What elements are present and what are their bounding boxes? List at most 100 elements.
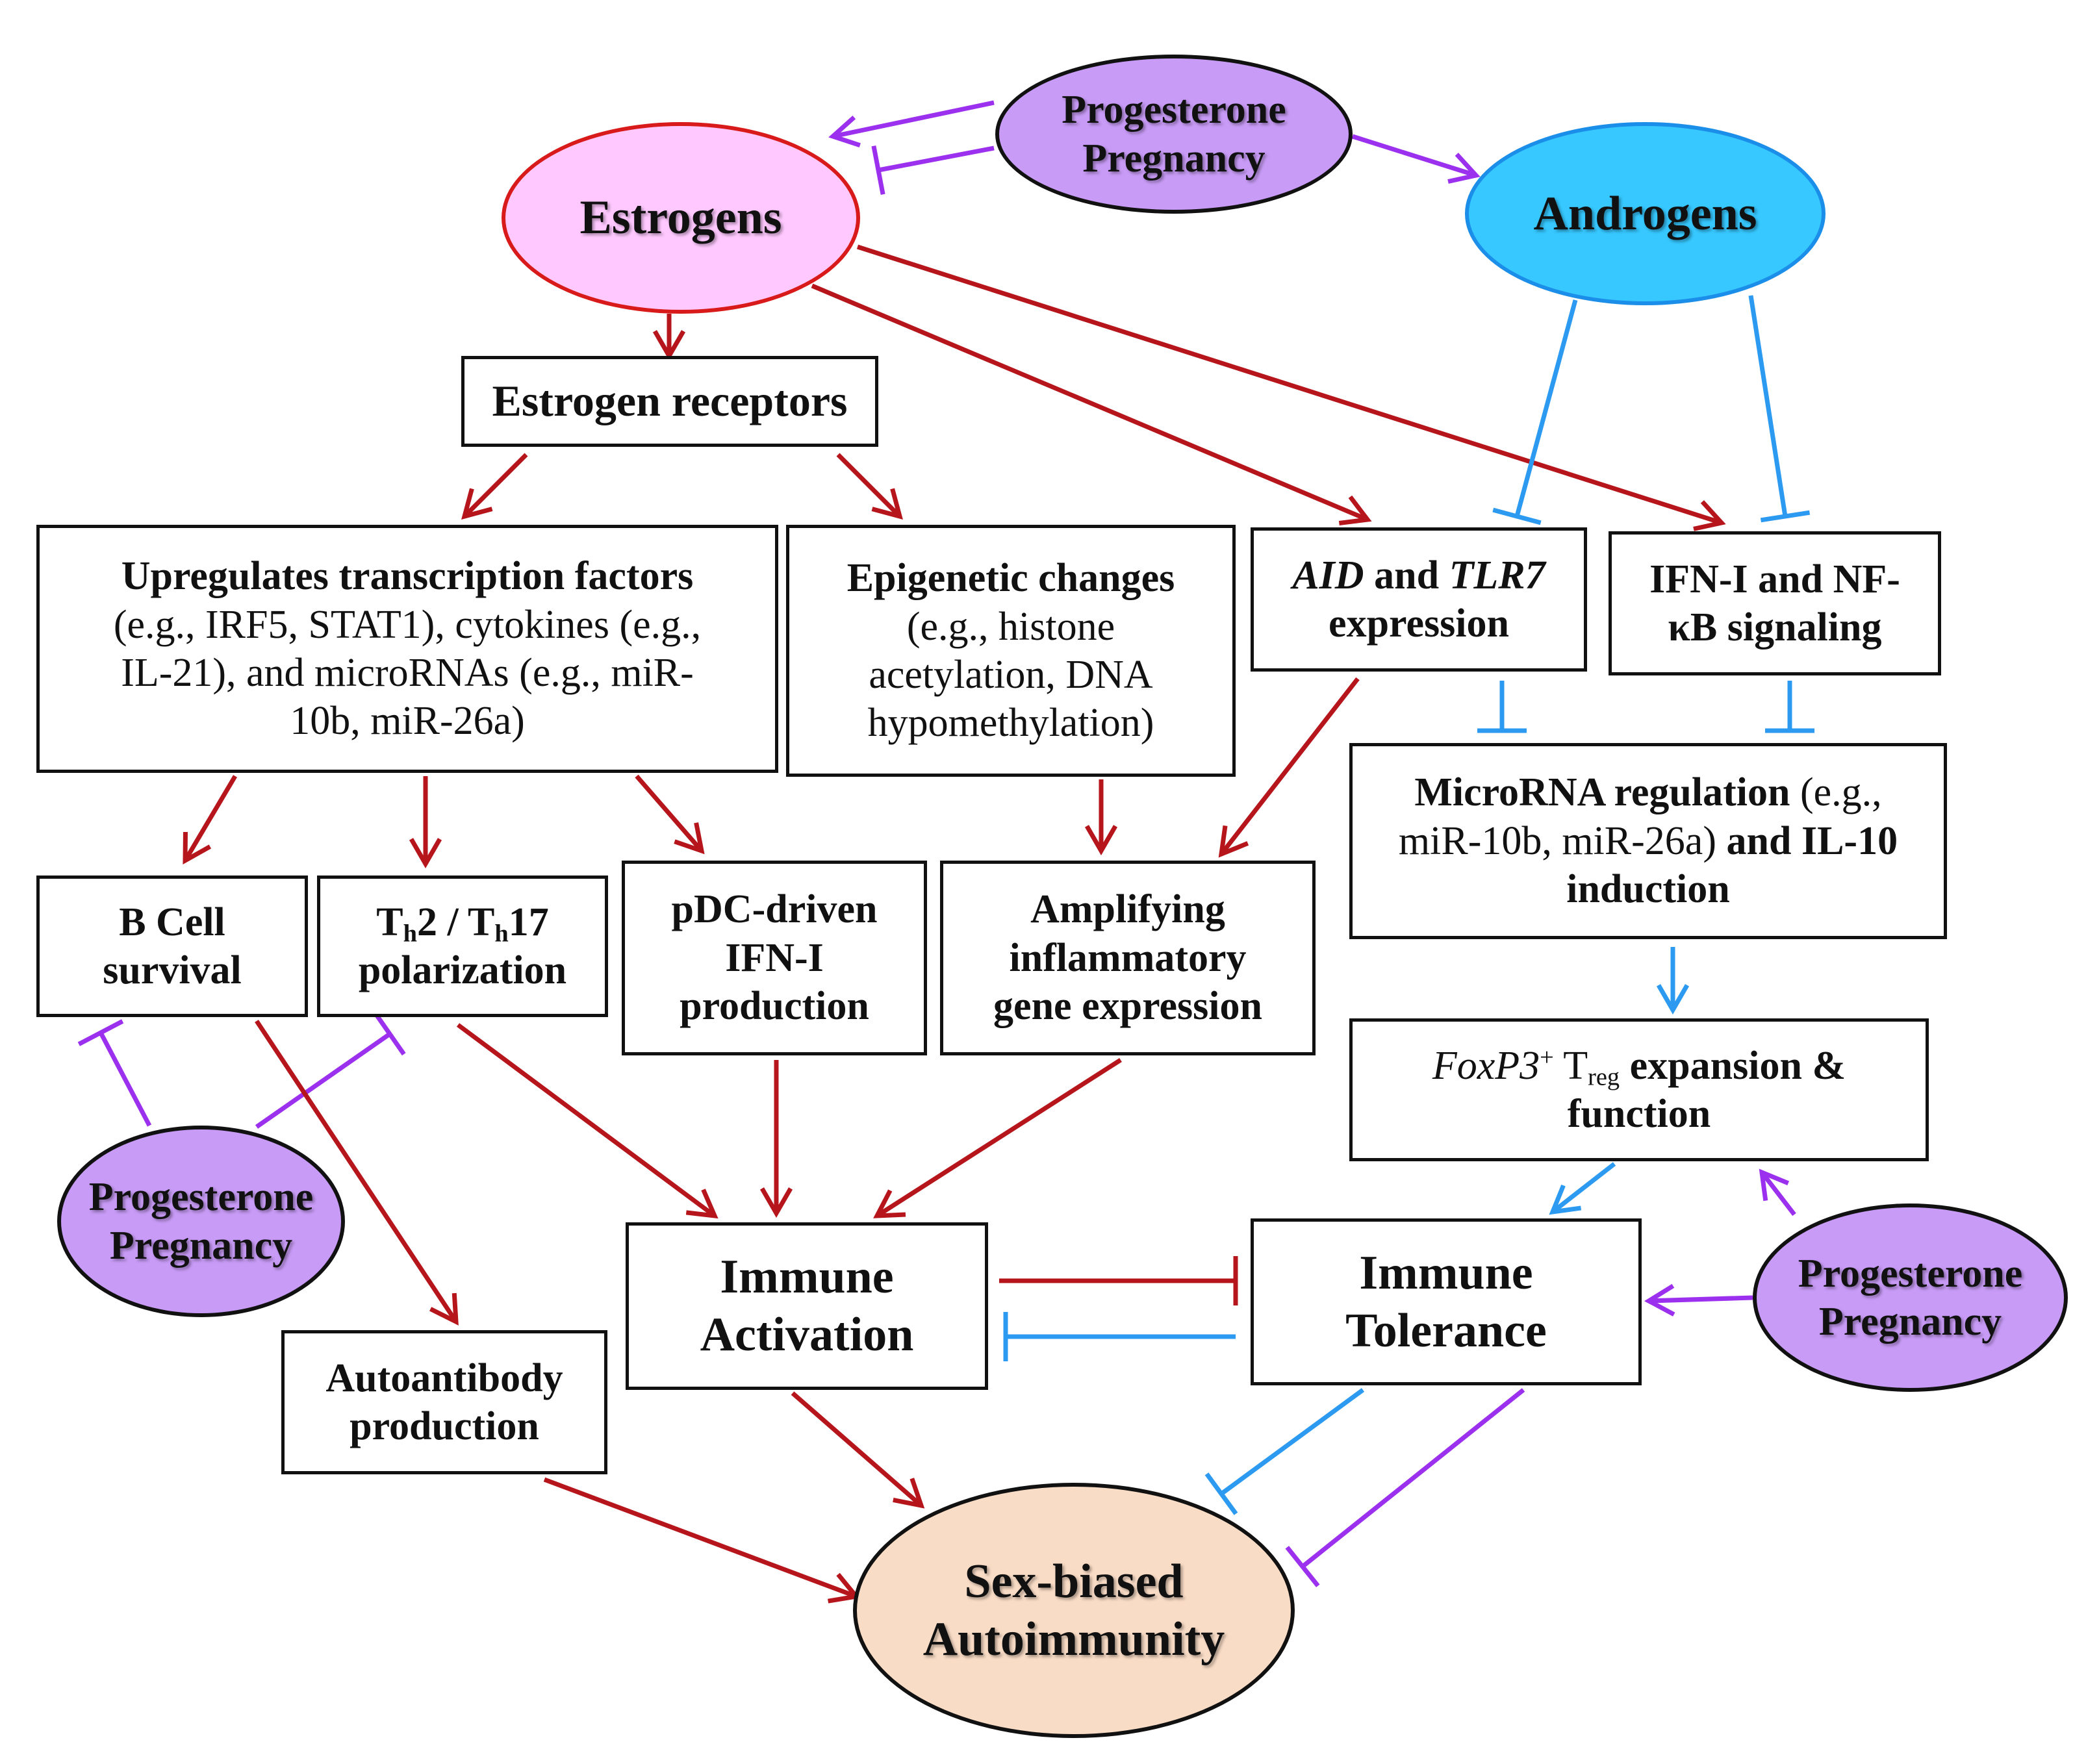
autoantibody-line-1: Autoantibody	[325, 1355, 563, 1400]
upregulates-line-4: 10b, miR-26a)	[290, 699, 525, 744]
th-line-1: Th2 / Th17	[376, 898, 549, 946]
arrowhead	[1644, 1283, 1675, 1317]
inhibition-bar	[871, 145, 885, 195]
inhibition-bar	[1204, 1472, 1238, 1515]
aid-label: AID	[1292, 553, 1364, 598]
reg-subscript: reg	[1588, 1063, 1620, 1091]
foxp3-line-2: function	[1567, 1092, 1711, 1136]
activation-arrow	[1551, 1162, 1616, 1214]
ifn-nfkb-line-2: κB signaling	[1668, 605, 1882, 649]
plus-superscript: +	[1540, 1043, 1554, 1071]
upregulates-title: Upregulates transcription factors	[121, 554, 694, 599]
activation-arrow	[635, 774, 704, 853]
inhibition-line	[1514, 299, 1578, 517]
inhibition-line	[98, 1031, 152, 1127]
activation-arrow	[1760, 1170, 1796, 1216]
th-end: 17	[508, 900, 549, 944]
microrna-line-3: induction	[1566, 867, 1730, 912]
microrna-regulation-box: MicroRNA regulation (e.g., miR-10b, miR-…	[1349, 743, 1947, 939]
arrowhead	[183, 831, 212, 865]
immune-tolerance-line-2: Tolerance	[1345, 1304, 1547, 1357]
activation-arrow	[543, 1477, 858, 1599]
foxp3-label: FoxP3	[1432, 1043, 1540, 1088]
h-subscript: h	[494, 920, 509, 948]
t-letter: T	[376, 900, 403, 944]
t-letter: T	[1553, 1043, 1588, 1088]
immune-tolerance-box: Immune Tolerance	[1251, 1218, 1642, 1385]
arrowhead	[1656, 984, 1690, 1014]
estrogens-label: Estrogens	[579, 191, 782, 245]
inhibition-line	[1301, 1388, 1525, 1569]
arrowhead	[1759, 1168, 1790, 1202]
microrna-examples: miR-10b, miR-26a)	[1398, 818, 1716, 863]
inhibition-line	[1219, 1388, 1365, 1496]
pregnancy-label: Pregnancy	[109, 1223, 293, 1268]
pdc-line-2: IFN-I	[725, 935, 824, 980]
epigenetic-line-4: hypomethylation)	[867, 701, 1154, 746]
arrowhead	[685, 1189, 719, 1219]
arrowhead	[1218, 825, 1249, 858]
ifn-nfkb-signaling-box: IFN-I and NF- κB signaling	[1609, 531, 1941, 675]
arrowhead	[409, 838, 442, 868]
inhibition-bar	[1285, 1546, 1320, 1587]
inhibition-bar	[1760, 510, 1811, 523]
immune-tolerance-line-1: Immune	[1359, 1246, 1533, 1300]
progesterone-label: Progesterone	[1798, 1251, 2023, 1296]
androgens-label: Androgens	[1533, 186, 1757, 240]
estrogen-receptors-box: Estrogen receptors	[461, 356, 878, 447]
pdc-line-1: pDC-driven	[671, 887, 878, 932]
androgens-node: Androgens	[1465, 122, 1825, 305]
progesterone-pregnancy-left-node: Progesterone Pregnancy	[57, 1126, 345, 1317]
expansion-label: expansion &	[1620, 1043, 1846, 1088]
th-mid: 2 / T	[416, 900, 495, 944]
and-label: and	[1364, 553, 1449, 598]
amplifying-line-1: Amplifying	[1030, 887, 1225, 932]
amplifying-line-2: inflammatory	[1009, 935, 1247, 980]
estrogen-receptors-label: Estrogen receptors	[492, 376, 848, 426]
autoantibody-production-box: Autoantibody production	[281, 1330, 607, 1474]
progesterone-label: Progesterone	[88, 1175, 314, 1220]
microrna-title: MicroRNA regulation	[1414, 770, 1790, 815]
arrowhead	[759, 1187, 793, 1218]
sex-biased-label: Sex-biased	[964, 1554, 1184, 1608]
microrna-eg: (e.g.,	[1790, 770, 1882, 815]
activation-arrow	[463, 453, 528, 518]
th2-th17-polarization-box: Th2 / Th17 polarization	[317, 876, 608, 1017]
epigenetic-line-3: acetylation, DNA	[869, 653, 1153, 697]
activation-arrow	[183, 775, 238, 862]
arrowhead	[461, 488, 493, 520]
amplifying-inflammatory-box: Amplifying inflammatory gene expression	[940, 861, 1316, 1055]
arrowhead	[1549, 1184, 1582, 1215]
inhibition-line	[255, 1032, 392, 1129]
b-cell-survival-box: B Cell survival	[36, 876, 308, 1017]
estrogens-node: Estrogens	[502, 122, 860, 314]
upregulates-transcription-factors-box: Upregulates transcription factors (e.g.,…	[36, 525, 778, 773]
inhibition-bar	[1492, 507, 1542, 525]
activation-arrow	[811, 283, 1369, 522]
activation-arrow	[255, 1020, 458, 1323]
b-cell-line-2: survival	[103, 948, 242, 992]
activation-arrow	[836, 453, 902, 518]
microrna-line-2: miR-10b, miR-26a) and IL-10	[1399, 817, 1898, 865]
tlr7-label: TLR7	[1449, 553, 1546, 598]
epigenetic-changes-box: Epigenetic changes (e.g., histone acetyl…	[786, 525, 1236, 777]
activation-arrow	[856, 244, 1723, 525]
activation-arrow	[791, 1391, 923, 1507]
arrowhead	[429, 1292, 459, 1326]
arrowhead	[871, 488, 903, 520]
foxp3-treg-box: FoxP3+ Treg expansion & function	[1349, 1018, 1929, 1161]
foxp3-line-1: FoxP3+ Treg expansion &	[1432, 1042, 1846, 1090]
activation-arrow	[1351, 134, 1477, 178]
activation-arrow	[876, 1058, 1122, 1218]
pregnancy-label: Pregnancy	[1818, 1300, 2002, 1344]
arrowhead	[1084, 825, 1118, 855]
th-line-2: polarization	[358, 948, 567, 992]
arrowhead	[893, 1478, 925, 1509]
pdc-line-3: production	[680, 984, 869, 1029]
arrowhead	[1338, 495, 1372, 525]
inhibition-bar	[77, 1019, 124, 1046]
pregnancy-label: Pregnancy	[1082, 136, 1266, 181]
arrowhead	[1693, 500, 1726, 531]
sex-biased-autoimmunity-node: Sex-biased Autoimmunity	[853, 1483, 1295, 1738]
